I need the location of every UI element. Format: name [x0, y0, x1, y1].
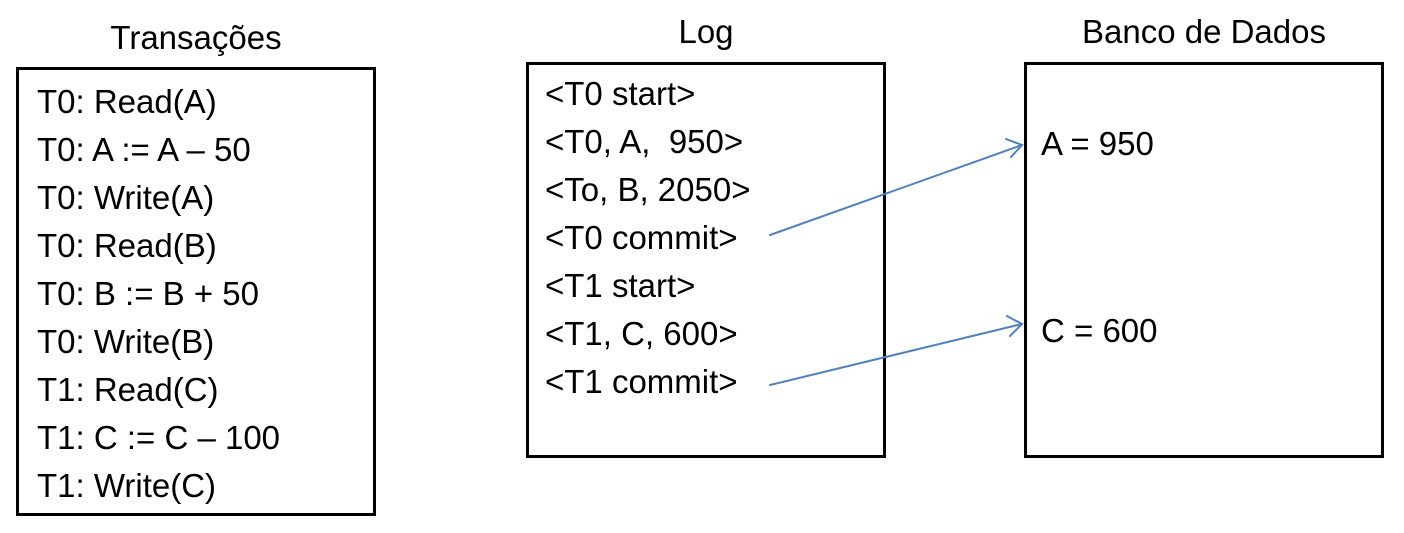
- log-entry: <T1 start>: [545, 267, 696, 304]
- log-entry: <To, B, 2050>: [545, 171, 751, 208]
- database-box: A = 950 C = 600: [1024, 62, 1384, 458]
- arrow-t1-head: [1006, 315, 1024, 337]
- transaction-line: T0: Read(B): [37, 227, 217, 264]
- transactions-box: T0: Read(A) T0: A := A – 50 T0: Write(A)…: [16, 67, 376, 516]
- log-entry: <T1 commit>: [545, 363, 738, 400]
- arrow-t0-head: [1005, 138, 1024, 158]
- database-title: Banco de Dados: [1081, 13, 1326, 50]
- transaction-line: T1: Write(C): [37, 467, 217, 504]
- log-entry: <T1, C, 600>: [545, 315, 738, 352]
- log-entry: <T0 commit>: [545, 219, 738, 256]
- transaction-line: T0: Write(A): [37, 179, 215, 216]
- log-box: <T0 start> <T0, A, 950> <To, B, 2050> <T…: [526, 62, 886, 458]
- log-title: Log: [678, 13, 734, 50]
- database-entry-c: C = 600: [1041, 312, 1158, 349]
- transaction-line: T1: Read(C): [37, 371, 219, 408]
- transactions-title: Transações: [110, 19, 282, 56]
- transaction-line: T0: B := B + 50: [37, 275, 259, 312]
- log-entry: <T0, A, 950>: [545, 123, 744, 160]
- transaction-line: T0: A := A – 50: [37, 131, 251, 168]
- transaction-line: T0: Read(A): [37, 83, 217, 120]
- transaction-line: T1: C := C – 100: [37, 419, 281, 456]
- log-entry: <T0 start>: [545, 75, 696, 112]
- database-entry-a: A = 950: [1041, 125, 1154, 162]
- transaction-line: T0: Write(B): [37, 323, 215, 360]
